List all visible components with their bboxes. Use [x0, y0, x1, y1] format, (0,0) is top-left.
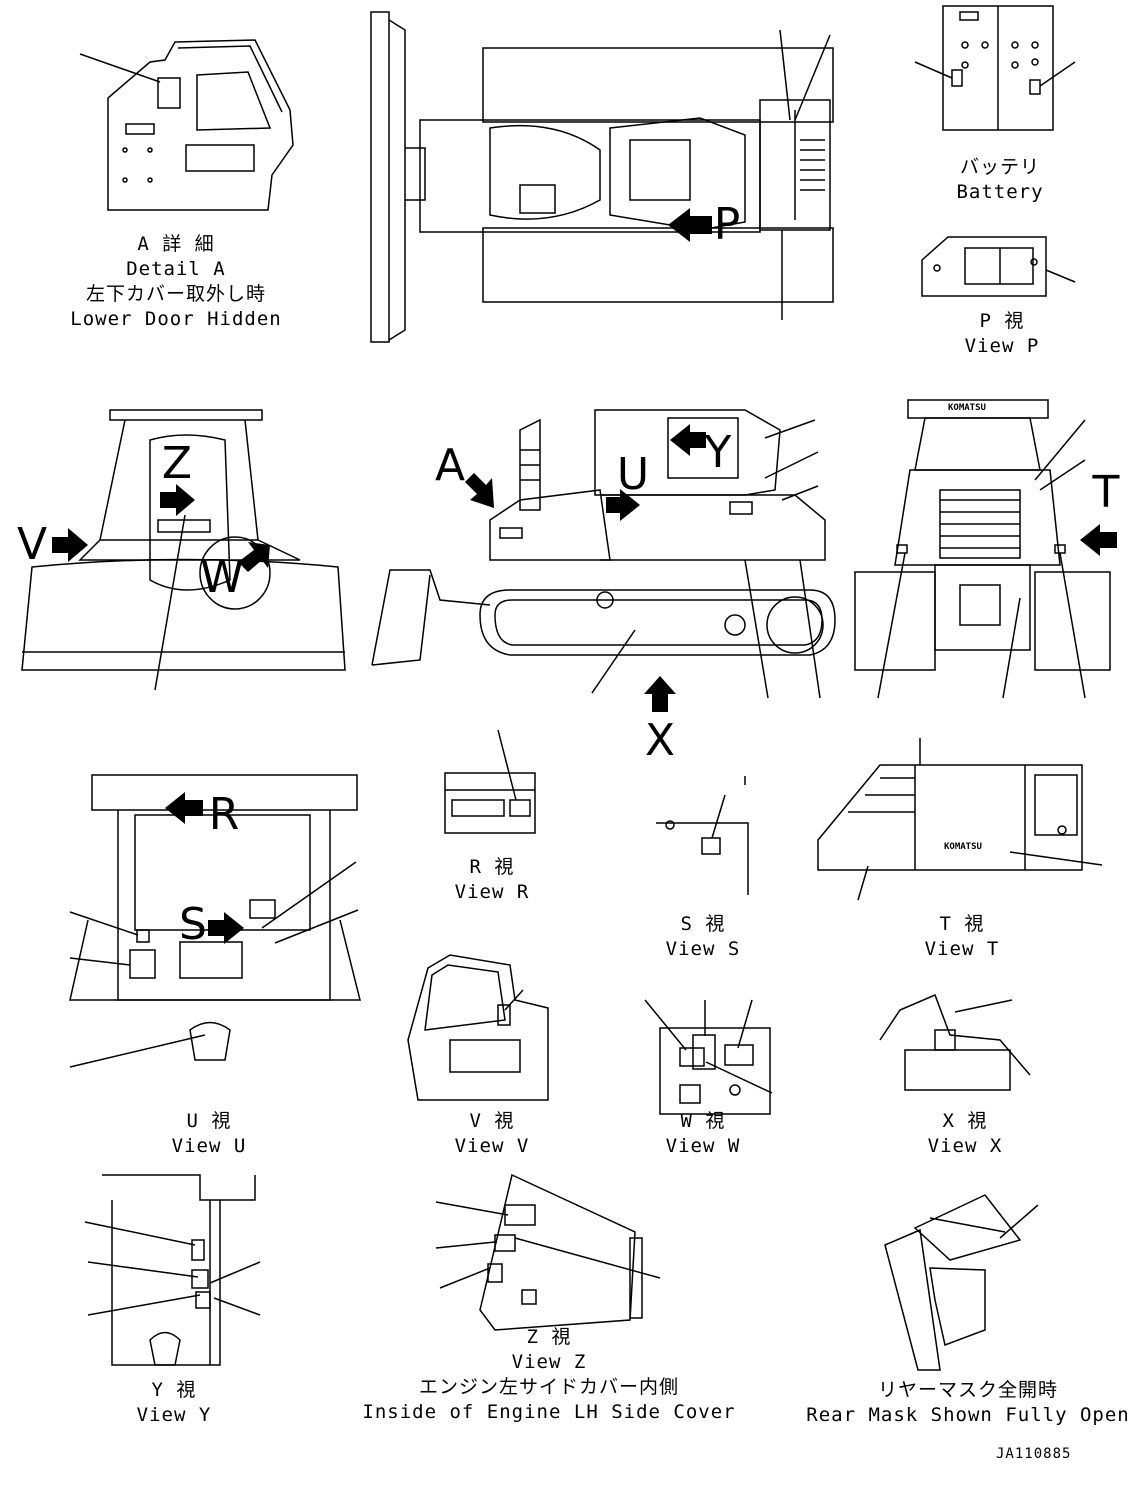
view-letter-t: T	[1092, 467, 1120, 518]
arrow-p-icon	[668, 208, 712, 242]
caption-detail-a-en: Detail A	[126, 258, 226, 280]
caption-view-r-en: View R	[454, 881, 530, 903]
arrow-s-icon	[208, 912, 244, 944]
view-v-drawing	[407, 954, 549, 1101]
caption-lower-door-en: Lower Door Hidden	[70, 308, 282, 330]
view-letter-u: U	[616, 449, 650, 500]
view-w-drawing	[644, 999, 773, 1115]
caption-view-r-jp: R 視	[469, 856, 515, 878]
view-p-plate	[921, 236, 1076, 297]
caption-view-x-jp: X 視	[942, 1110, 988, 1132]
view-u-drawing	[69, 774, 361, 1068]
brand-label-rear: KOMATSU	[948, 403, 986, 413]
caption-view-v-en: View V	[454, 1135, 530, 1157]
arrow-z-icon	[160, 484, 195, 516]
caption-detail-a: A 詳 細 Detail A 左下カバー取外し時 Lower Door Hidd…	[70, 232, 281, 332]
view-z-drawing	[435, 1173, 661, 1331]
caption-engine-cover-en: Inside of Engine LH Side Cover	[362, 1401, 736, 1423]
caption-view-x-en: View X	[927, 1135, 1003, 1157]
brand-label-hood: KOMATSU	[944, 842, 982, 852]
detail-a-drawing	[79, 39, 294, 211]
caption-rear-mask-jp: リヤーマスク全開時	[877, 1379, 1059, 1401]
view-letter-w: W	[200, 552, 244, 603]
front-view-drawing	[21, 409, 346, 691]
view-r-drawing	[444, 729, 536, 834]
arrow-a-icon	[465, 473, 494, 508]
arrow-y-icon	[670, 424, 706, 456]
view-letter-r: R	[208, 789, 240, 840]
caption-view-p-en: View P	[964, 335, 1040, 357]
caption-lower-door-jp: 左下カバー取外し時	[85, 283, 266, 305]
caption-view-t: T 視 View T	[925, 912, 1000, 962]
view-letter-z: Z	[161, 438, 193, 489]
caption-view-s-en: View S	[665, 938, 741, 960]
caption-view-z: Z 視 View Z エンジン左サイドカバー内側 Inside of Engin…	[362, 1325, 735, 1425]
arrow-u-icon	[606, 489, 640, 521]
arrow-w-icon	[238, 542, 270, 572]
caption-view-t-en: View T	[924, 938, 1000, 960]
view-letter-v: V	[16, 519, 48, 570]
caption-view-w: W 視 View W	[666, 1109, 741, 1159]
caption-view-s: S 視 View S	[666, 912, 741, 962]
caption-rear-mask: リヤーマスク全開時 Rear Mask Shown Fully Open	[806, 1378, 1129, 1428]
caption-view-s-jp: S 視	[680, 913, 726, 935]
caption-view-p-jp: P 視	[979, 310, 1025, 332]
caption-view-y: Y 視 View Y	[137, 1378, 212, 1428]
caption-view-z-jp: Z 視	[526, 1326, 572, 1348]
caption-rear-mask-en: Rear Mask Shown Fully Open	[806, 1404, 1130, 1426]
caption-view-y-jp: Y 視	[151, 1379, 197, 1401]
caption-view-v: V 視 View V	[455, 1109, 530, 1159]
caption-battery-en: Battery	[956, 181, 1044, 203]
drawing-code: JA110885	[996, 1446, 1072, 1462]
caption-battery-jp: バッテリ	[959, 156, 1041, 178]
caption-view-z-en: View Z	[511, 1351, 587, 1373]
caption-engine-cover-jp: エンジン左サイドカバー内側	[418, 1376, 680, 1398]
rear-mask-drawing	[884, 1194, 1039, 1371]
view-letter-y: Y	[704, 427, 732, 478]
caption-view-r: R 視 View R	[455, 855, 530, 905]
caption-view-u: U 視 View U	[172, 1109, 247, 1159]
caption-battery: バッテリ Battery	[956, 155, 1043, 205]
caption-view-t-jp: T 視	[939, 913, 985, 935]
caption-view-p: P 視 View P	[965, 309, 1040, 359]
caption-view-u-jp: U 視	[186, 1110, 232, 1132]
arrow-x-icon	[644, 676, 676, 712]
caption-view-w-en: View W	[665, 1135, 741, 1157]
view-x-drawing	[879, 994, 1031, 1091]
top-view-drawing	[370, 11, 834, 343]
view-t-drawing	[817, 738, 1103, 901]
view-letter-s: S	[179, 899, 207, 950]
view-y-drawing	[84, 1174, 261, 1366]
caption-view-u-en: View U	[171, 1135, 247, 1157]
side-view-drawing	[371, 409, 836, 712]
arrow-t-icon	[1080, 524, 1117, 556]
view-letter-p: P	[713, 199, 741, 250]
battery-drawing	[914, 5, 1076, 131]
caption-view-x: X 視 View X	[928, 1109, 1003, 1159]
caption-detail-a-jp: A 詳 細	[137, 233, 215, 255]
view-letter-a: A	[434, 440, 466, 491]
arrow-v-icon	[52, 528, 88, 562]
view-s-drawing	[656, 776, 749, 895]
arrow-r-icon	[165, 792, 203, 824]
caption-view-y-en: View Y	[136, 1404, 212, 1426]
rear-view-drawing	[854, 399, 1117, 699]
caption-view-v-jp: V 視	[469, 1110, 515, 1132]
view-letter-x: X	[644, 715, 676, 766]
caption-view-w-jp: W 視	[680, 1110, 726, 1132]
